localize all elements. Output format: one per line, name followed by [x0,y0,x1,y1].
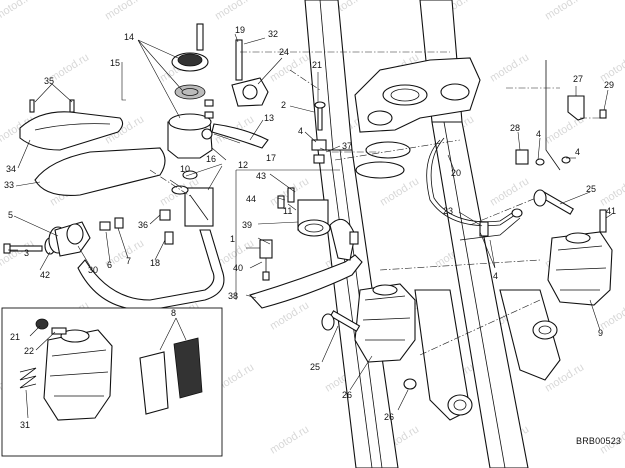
callout-26-a: 26 [342,390,352,400]
watermark-text: motod.ru [48,51,91,84]
callout-4-d: 4 [575,147,580,157]
callout-36: 36 [138,220,148,230]
front-caliper-right [533,189,613,306]
front-fork-assembly [304,0,561,468]
callout-9: 9 [598,328,603,338]
callout-5: 5 [8,210,13,220]
watermark-text: motod.ru [0,0,36,23]
callout-44: 44 [246,194,256,204]
callout-4-c: 4 [536,129,541,139]
callout-25-right: 25 [586,184,596,194]
callout-2: 2 [281,100,286,110]
callout-10: 10 [180,164,190,174]
callout-31: 31 [20,420,30,430]
callout-13: 13 [264,113,274,123]
callout-3: 3 [24,248,29,258]
callout-35: 35 [44,76,54,86]
callout-33: 33 [4,180,14,190]
callout-11: 11 [283,206,292,216]
front-caliper-left [321,283,417,390]
callout-15: 15 [110,58,120,68]
callout-20: 20 [451,168,461,178]
callout-17: 17 [266,153,276,163]
callout-43: 43 [256,171,266,181]
callout-42: 42 [40,270,50,280]
watermark-text: motod.ru [488,175,531,208]
callout-12: 12 [238,160,248,170]
callout-27: 27 [573,74,583,84]
callout-24: 24 [279,47,289,57]
callout-21-top: 21 [312,60,322,70]
watermark-text: motod.ru [543,0,586,23]
reservoir-assembly [121,23,269,159]
callout-41: 41 [606,206,616,216]
callout-37: 37 [342,141,352,151]
callout-7: 7 [126,256,131,266]
callout-34: 34 [6,164,16,174]
watermark-text: motod.ru [213,0,256,23]
callout-14: 14 [124,32,134,42]
callout-32: 32 [268,29,278,39]
alignment-lines [149,51,605,356]
callout-23: 23 [443,206,453,216]
watermark-text: motod.ru [0,237,36,270]
watermark-text: motod.ru [488,51,531,84]
callout-38: 38 [228,291,238,301]
watermark-text: motod.ru [378,175,421,208]
leader-lines [8,33,613,419]
callout-21-inset: 21 [10,332,20,342]
callout-39: 39 [242,220,252,230]
callout-28: 28 [510,123,520,133]
callout-6: 6 [107,260,112,270]
callout-labels: 14 15 19 32 24 21 2 4 37 13 16 17 12 10 … [4,25,616,430]
handguard-group [19,99,166,196]
callout-16: 16 [206,154,216,164]
brake-lever-guard [3,170,225,311]
callout-8: 8 [171,308,176,318]
callout-29: 29 [604,80,614,90]
callout-26-b: 26 [384,412,394,422]
callout-18: 18 [150,258,160,268]
watermark-text: motod.ru [598,175,625,208]
watermark-text: motod.ru [268,423,311,456]
watermark-text: motod.ru [103,0,146,23]
callout-30: 30 [88,265,98,275]
callout-22: 22 [24,346,34,356]
callout-19: 19 [235,25,245,35]
callout-1: 1 [230,234,235,244]
front-brake-lever [235,169,363,309]
callout-4-b: 4 [493,271,498,281]
callout-4-a: 4 [298,126,303,136]
callout-25-left: 25 [310,362,320,372]
inset-caliper-detail [1,307,223,457]
callout-40: 40 [233,263,243,273]
diagram-reference-code: BRB00523 [576,436,621,446]
